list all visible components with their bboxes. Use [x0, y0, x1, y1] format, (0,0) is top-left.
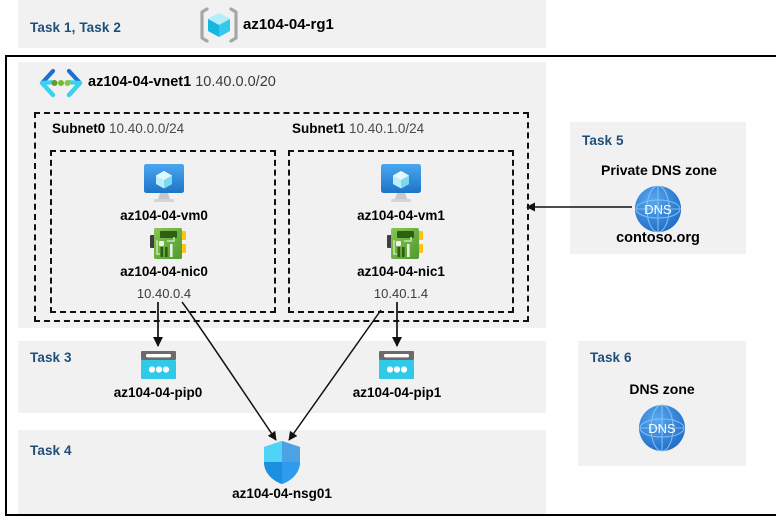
vm0-label: az104-04-vm0 — [120, 208, 208, 223]
public-ip-address-icon — [378, 350, 415, 381]
virtual-machine-icon — [141, 162, 187, 204]
pip0-label: az104-04-pip0 — [113, 385, 203, 400]
subnet1-name: Subnet1 — [292, 121, 346, 136]
dns-globe-icon: DNS — [633, 184, 683, 234]
task1-task2-label: Task 1, Task 2 — [30, 20, 121, 35]
vnet-panel — [18, 62, 546, 328]
subnet1-title: Subnet1 10.40.1.0/24 — [292, 121, 424, 136]
resource-group-name: az104-04-rg1 — [243, 16, 334, 33]
vnet-title: az104-04-vnet1 10.40.0.0/20 — [88, 74, 276, 90]
task4-label: Task 4 — [30, 443, 72, 458]
resource-group-cube-icon — [199, 6, 239, 44]
vnet-name: az104-04-vnet1 — [88, 74, 192, 90]
nic0-label: az104-04-nic0 — [120, 264, 208, 279]
task3-panel — [18, 341, 546, 413]
subnet0-cidr: 10.40.0.0/24 — [109, 121, 185, 136]
svg-text:DNS: DNS — [648, 421, 676, 436]
virtual-network-icon — [38, 68, 84, 98]
task5-heading: Private DNS zone — [601, 162, 717, 178]
task6-label: Task 6 — [590, 350, 632, 365]
nic1-label: az104-04-nic1 — [357, 264, 445, 279]
nic0-ip: 10.40.0.4 — [136, 286, 192, 301]
network-interface-icon — [150, 226, 188, 262]
nsg-label: az104-04-nsg01 — [232, 486, 332, 501]
subnet0-name: Subnet0 — [52, 121, 106, 136]
subnet1-cidr: 10.40.1.0/24 — [349, 121, 425, 136]
public-ip-address-icon — [140, 350, 177, 381]
subnet1-box — [288, 150, 514, 313]
network-interface-icon — [387, 226, 425, 262]
task6-heading: DNS zone — [629, 381, 695, 397]
subnet0-title: Subnet0 10.40.0.0/24 — [52, 121, 184, 136]
resource-group-boundary — [5, 55, 776, 516]
private-dns-zone-name: contoso.org — [616, 230, 700, 246]
pip1-label: az104-04-pip1 — [352, 385, 442, 400]
dns-globe-icon: DNS — [637, 403, 687, 453]
task1-task2-panel — [18, 0, 546, 48]
vnet-address-space: 10.40.0.0/20 — [195, 74, 276, 90]
network-security-group-shield-icon — [262, 440, 302, 485]
subnet0-box — [50, 150, 276, 313]
nic1-ip: 10.40.1.4 — [373, 286, 429, 301]
task3-label: Task 3 — [30, 350, 72, 365]
task5-label: Task 5 — [582, 133, 624, 148]
svg-text:DNS: DNS — [644, 202, 672, 217]
subnets-container — [34, 112, 529, 322]
vm1-label: az104-04-vm1 — [357, 208, 445, 223]
virtual-machine-icon — [378, 162, 424, 204]
